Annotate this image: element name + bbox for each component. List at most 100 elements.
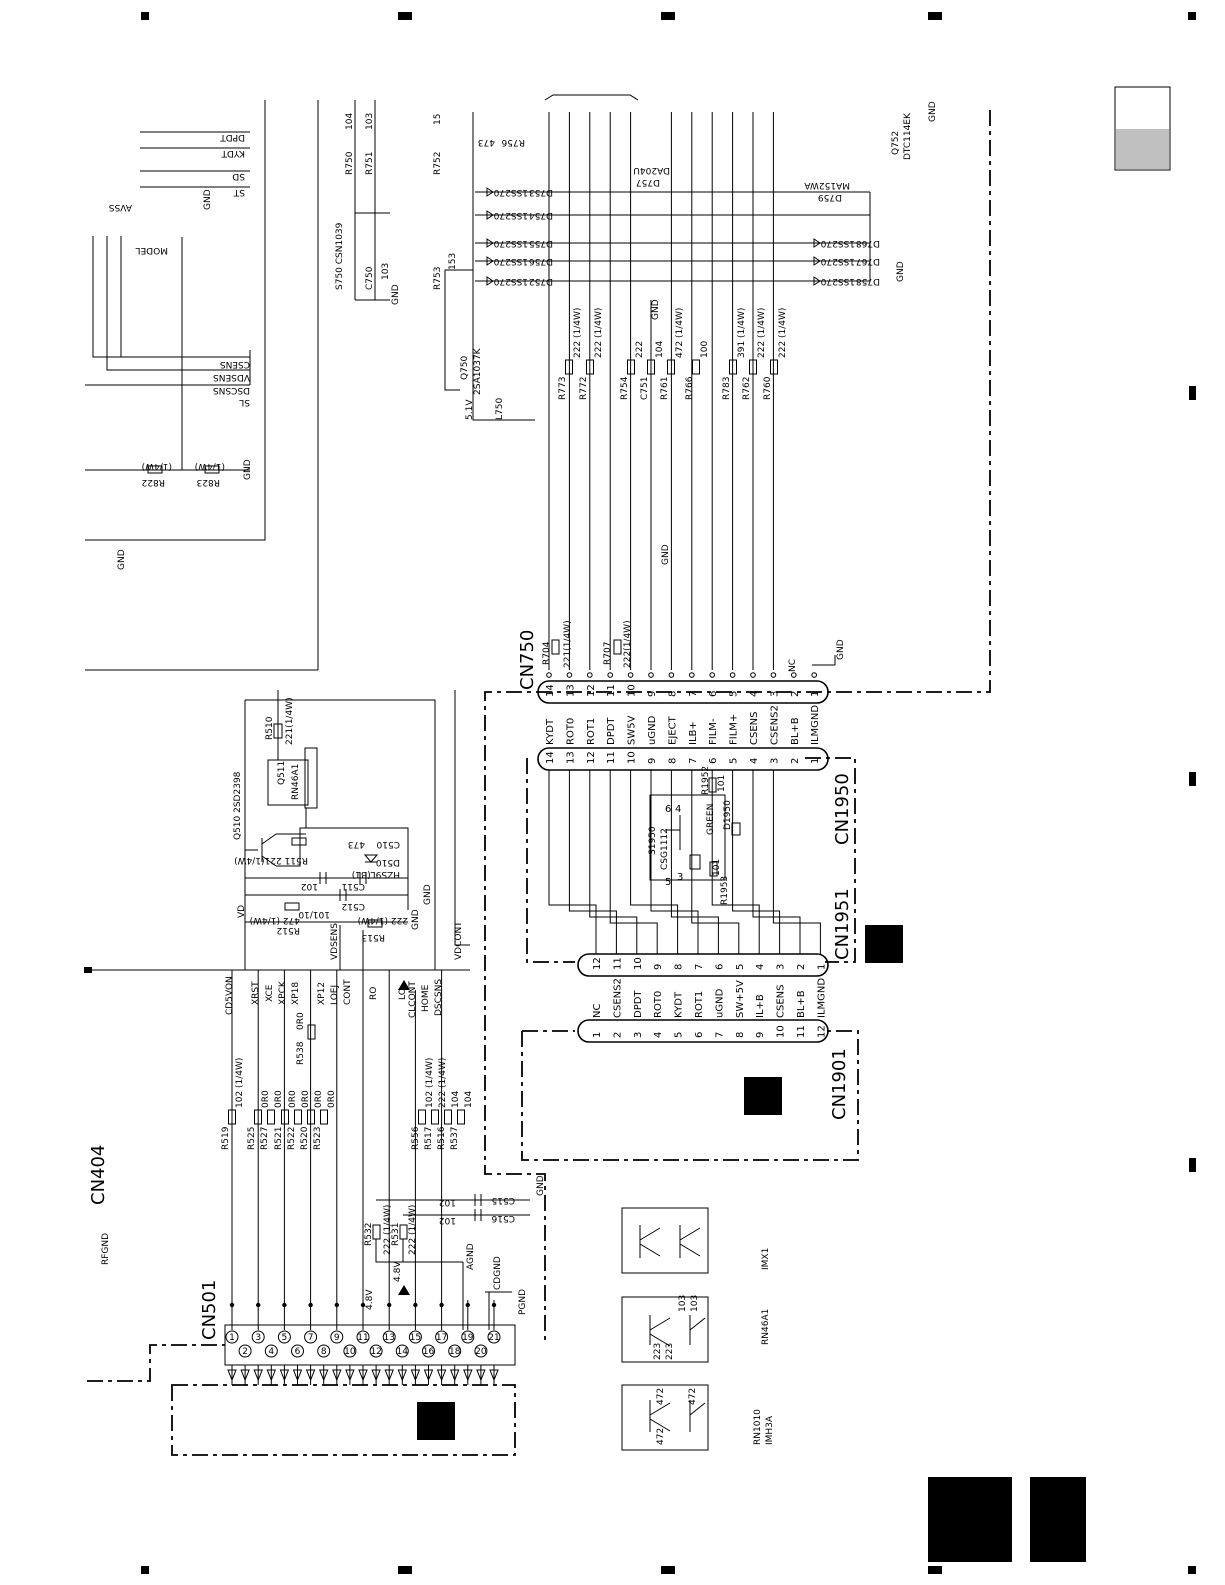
cn501-pin-number: 19 (462, 1333, 474, 1343)
svg-text:472: 472 (688, 1388, 698, 1405)
cn1951-pin-number: 6 (714, 964, 725, 970)
cn1901-pin-number: 10 (776, 1025, 787, 1038)
svg-text:472: 472 (656, 1428, 666, 1445)
cn501-pin-number: 5 (282, 1333, 288, 1343)
cn501-pin-number: 11 (357, 1333, 368, 1343)
cn501-pin-number: 3 (255, 1333, 261, 1343)
diode-ref: D767 (856, 256, 880, 266)
cn501-pin-number: 20 (475, 1347, 487, 1357)
cn195x-wire (609, 770, 658, 954)
cn750-upper-wiring: L750 5.1V Q750 2SA1037K R753 153 R752 15… (335, 94, 938, 565)
cn1901-pin-number: 1 (592, 1032, 603, 1038)
cn501-pin (291, 1344, 304, 1358)
cn1901-net-label: BL+B (796, 990, 807, 1018)
resistor-r754 (627, 359, 635, 375)
svg-text:101: 101 (712, 859, 722, 876)
resistor-value: 222 (1/4W) (757, 308, 767, 358)
package-imh3a-label: IMH3A (765, 1415, 775, 1445)
cn501-pin-number: 12 (370, 1347, 381, 1357)
cn1950-pin-number: 14 (545, 751, 556, 764)
resistor-r538: R538 0R0 (296, 1012, 316, 1065)
resistor-value: 102 (1/4W) (425, 1058, 435, 1108)
cn1901-net-label: CSENS (776, 985, 787, 1018)
svg-text:C515: C515 (492, 1195, 515, 1205)
resistor-value: 0R0 (274, 1090, 284, 1108)
resistor-r537 (457, 1109, 465, 1125)
cn501-pin (487, 1330, 501, 1344)
resistor-value: 102 (1/4W) (235, 1058, 245, 1108)
resistor-r766 (692, 359, 700, 375)
connector-label-cn750: CN750 (517, 630, 538, 690)
svg-text:3: 3 (677, 872, 683, 883)
resistor-r823: R823 (1/4W) (195, 461, 225, 487)
d510-part: HZS9L(B1) (352, 869, 400, 879)
cn1901-net-label: ILMGND (816, 978, 827, 1018)
svg-text:GREEN: GREEN (706, 804, 716, 835)
svg-text:GND: GND (836, 639, 846, 660)
svg-text:R532: R532 (364, 1223, 374, 1246)
resistor-r527 (267, 1109, 275, 1125)
svg-text:L750: L750 (495, 398, 505, 420)
cn750-terminal (546, 672, 552, 678)
cn1950-pin-number: 3 (769, 758, 780, 764)
cn750-terminal (668, 672, 675, 678)
c512-label: C512 (342, 901, 365, 911)
cn1901-net-label: CSENS2 (612, 978, 623, 1018)
r513-label: R513 (362, 932, 385, 942)
svg-text:GND: GND (536, 1175, 546, 1196)
cn750-terminal (709, 672, 716, 678)
cn1951-pin-number: 11 (612, 957, 623, 970)
q511-label: Q511 (277, 761, 287, 785)
cn501-pin (317, 1344, 331, 1358)
svg-text:15: 15 (433, 114, 443, 125)
junction-dot (491, 1302, 497, 1308)
diode-ref: D768 (856, 238, 880, 248)
resistor-ref: R773 (558, 377, 568, 400)
svg-text:153: 153 (448, 253, 458, 270)
junction-dot (334, 1302, 339, 1308)
resistor-r762 (749, 359, 757, 375)
resistor-ref: R754 (620, 376, 630, 400)
cn1951-pin-number: 2 (796, 964, 807, 970)
cn195x-wire (548, 770, 597, 954)
resistor-ref: R521 (274, 1127, 284, 1150)
signal-xp18: XP18 (291, 982, 301, 1005)
diode-ref: D753 (529, 187, 553, 197)
cn1951-pin-number: 5 (735, 964, 746, 970)
r510-val: 221(1/4W) (285, 697, 295, 745)
cn195x-wire (711, 770, 760, 954)
resistor-r772 (586, 359, 594, 375)
signal-lo: LO (398, 988, 408, 1000)
cn750-pin-number: 7 (688, 691, 699, 697)
svg-text:4.8V: 4.8V (365, 1289, 375, 1310)
svg-text:222(1/4W): 222(1/4W) (623, 620, 633, 668)
diode-d767 (813, 256, 821, 266)
cn750-pin-number: 12 (586, 684, 597, 697)
diode-ref: D754 (529, 210, 553, 220)
cn1950-pin-number: 4 (749, 758, 760, 764)
svg-text:D757: D757 (636, 177, 660, 187)
c511-label: C511 (342, 881, 365, 891)
cn501-pin (343, 1344, 357, 1358)
cn501-pin (369, 1344, 383, 1358)
svg-text:223: 223 (653, 1343, 663, 1360)
c510-label: C510 (376, 839, 400, 849)
cn501-pin-number: 21 (488, 1333, 499, 1343)
resistor-ref: R760 (763, 376, 773, 400)
signal-xce: XCE (265, 984, 275, 1002)
signal-st: ST (233, 187, 245, 197)
cn501-pin-number: 16 (423, 1347, 435, 1357)
diode-value: 1SS270 (820, 256, 855, 266)
cn501-pin (382, 1330, 396, 1344)
resistor-ref: R762 (742, 377, 752, 400)
r512-label: R512 (277, 925, 300, 935)
svg-text:222 (1/4W): 222 (1/4W) (408, 1205, 418, 1255)
wire-endpoint (84, 967, 92, 973)
cn750-net-label: CSENS2 (769, 705, 780, 745)
cn195x-wire (568, 770, 617, 954)
cn195x-wire (772, 770, 821, 954)
diode-d768 (813, 238, 821, 248)
svg-text:103: 103 (381, 263, 391, 280)
diode-value: 1SS270 (820, 238, 855, 248)
svg-text:(1/4W): (1/4W) (142, 461, 172, 471)
